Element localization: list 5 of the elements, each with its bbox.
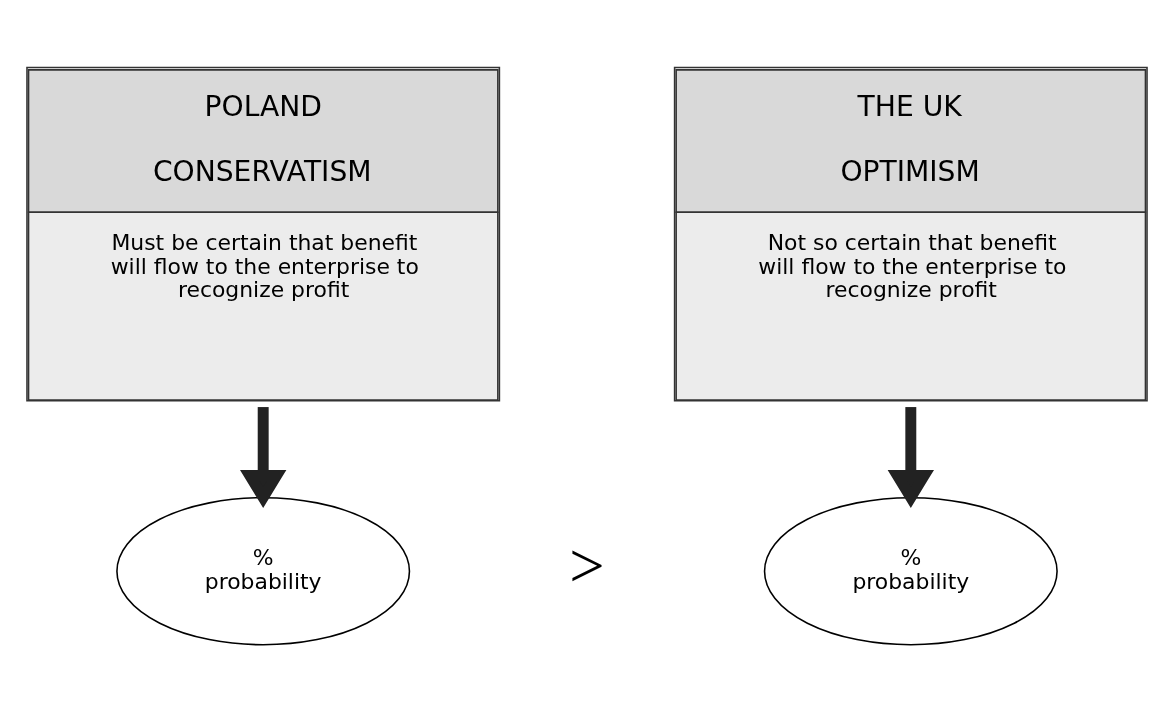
node-ellipse: % probability — [116, 496, 411, 646]
label: > — [569, 530, 605, 601]
arrow — [887, 407, 934, 508]
node-ellipse: % probability — [763, 496, 1058, 646]
arrow — [240, 407, 287, 508]
